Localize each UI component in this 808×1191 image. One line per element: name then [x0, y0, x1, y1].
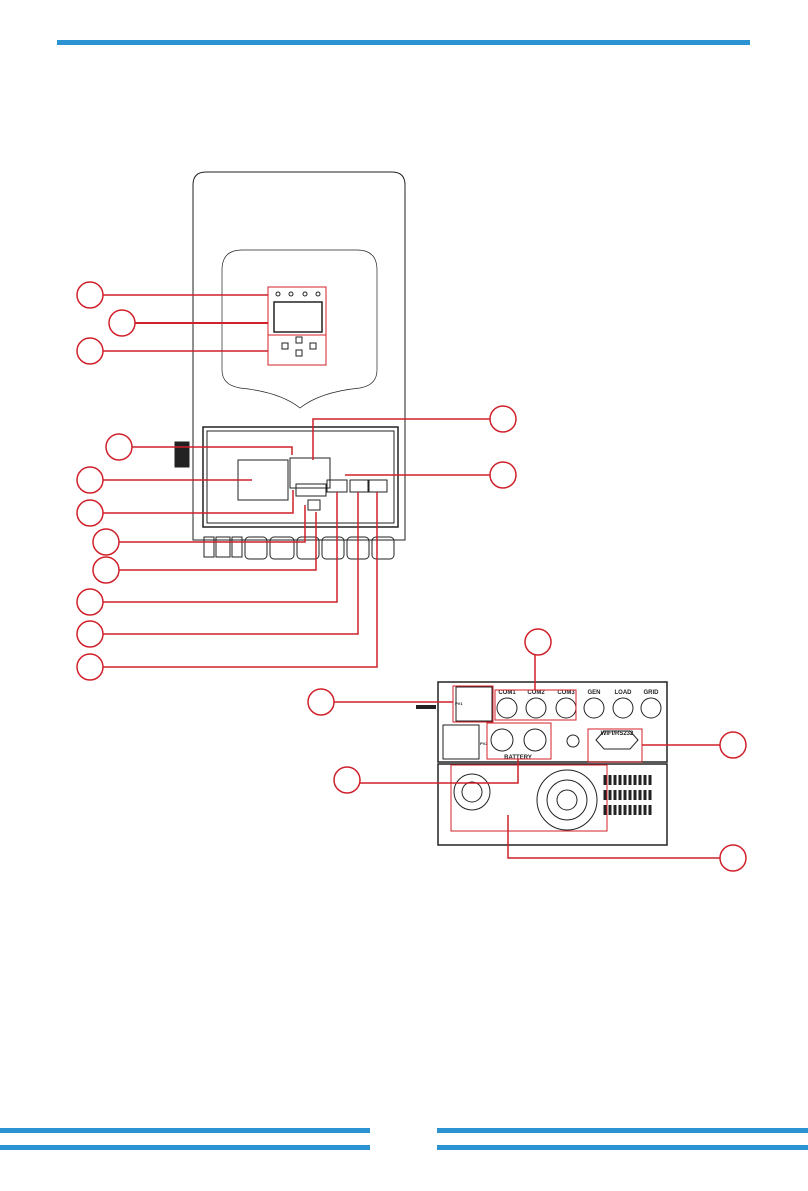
callout-12	[490, 406, 516, 432]
callout-9	[77, 589, 103, 615]
callout-1	[77, 282, 103, 308]
callout-3	[77, 338, 103, 364]
callout-17	[720, 732, 746, 758]
callout-5	[77, 467, 103, 493]
grid-label: GRID	[644, 690, 660, 696]
callout-7	[93, 529, 119, 555]
callout-11	[77, 654, 103, 680]
callout-4	[106, 434, 132, 460]
control-buttons	[282, 337, 316, 356]
callout-18	[720, 845, 746, 871]
indicator-leds	[276, 292, 320, 296]
wifi-rs232-label: WIFI/RS232	[601, 731, 634, 737]
com3-label: COM3	[557, 690, 575, 696]
com1-label: COM1	[498, 690, 516, 696]
callout-14	[525, 629, 551, 655]
bottom-callouts	[308, 629, 746, 871]
callout-8	[93, 557, 119, 583]
com2-label: COM2	[527, 690, 545, 696]
bottom-view-labels: COM1 COM2 COM3 GEN LOAD GRID WIFI/RS232 …	[455, 690, 659, 761]
gen-label: GEN	[587, 690, 600, 696]
callout-6	[77, 500, 103, 526]
pv1-label: PV1	[455, 701, 463, 706]
callout-16	[334, 767, 360, 793]
callout-15	[308, 689, 334, 715]
callout-13	[490, 462, 516, 488]
callout-10	[77, 621, 103, 647]
load-label: LOAD	[615, 690, 633, 696]
inverter-bottom-view	[416, 682, 667, 845]
callout-2	[109, 310, 135, 336]
